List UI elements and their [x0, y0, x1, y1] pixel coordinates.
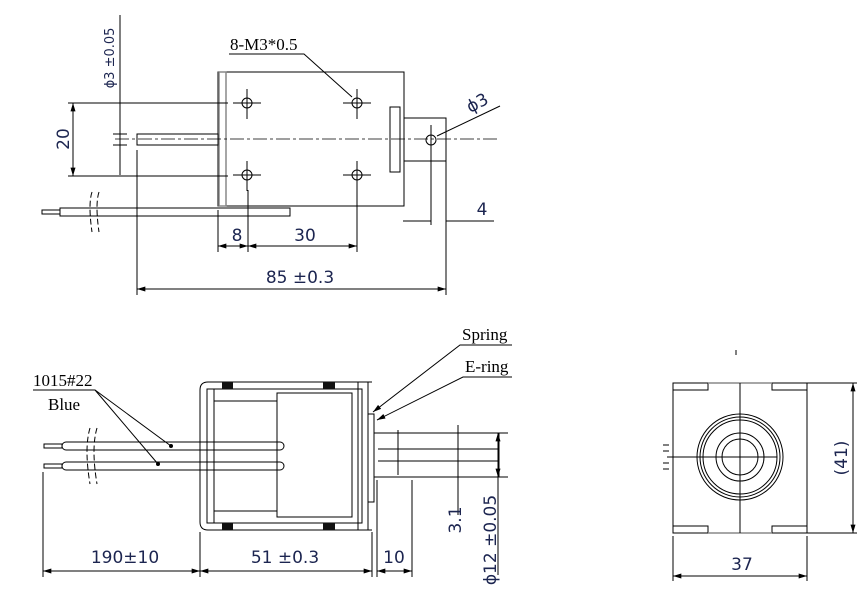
top-view: 20 ϕ3 ±0.05 8 30 85 ±0.3 4 8-M3*0.5 ϕ3	[41, 15, 501, 295]
dim-hole-to-end: 4	[477, 200, 488, 220]
dim-overall-length: 85 ±0.3	[266, 268, 334, 288]
dim-slot: 3.1	[446, 506, 466, 533]
lead-wire	[59, 207, 291, 217]
plunger	[373, 432, 500, 478]
dim-end-height: (41)	[832, 441, 852, 476]
coil	[276, 392, 353, 518]
dim-body-length: 51 ±0.3	[251, 548, 319, 568]
wire-spec: 1015#22	[33, 371, 93, 390]
wire-color: Blue	[48, 395, 80, 414]
dim-wire-length: 190±10	[91, 548, 159, 568]
dim-hole-pitch: 30	[294, 226, 316, 246]
mount-holes	[233, 89, 371, 191]
spring-label: Spring	[462, 325, 508, 344]
dim-stroke: 10	[383, 548, 405, 568]
hole-callout: 8-M3*0.5	[230, 35, 298, 54]
dim-rod-dia: ϕ3 ±0.05	[103, 28, 118, 89]
dim-end-width: 37	[731, 555, 753, 575]
dim-plunger-dia: ϕ12 ±0.05	[481, 495, 501, 585]
ering-label: E-ring	[465, 357, 509, 376]
dim-hole-offset: 8	[232, 226, 243, 246]
side-view: 1015#22 Blue Spring E-ring 190±10 51 ±0.…	[33, 325, 512, 585]
dim-height: 20	[54, 128, 74, 150]
end-view: (41) 37	[663, 350, 857, 581]
pin-hole-dia: ϕ3	[463, 90, 492, 118]
plunger-rod	[136, 133, 219, 146]
